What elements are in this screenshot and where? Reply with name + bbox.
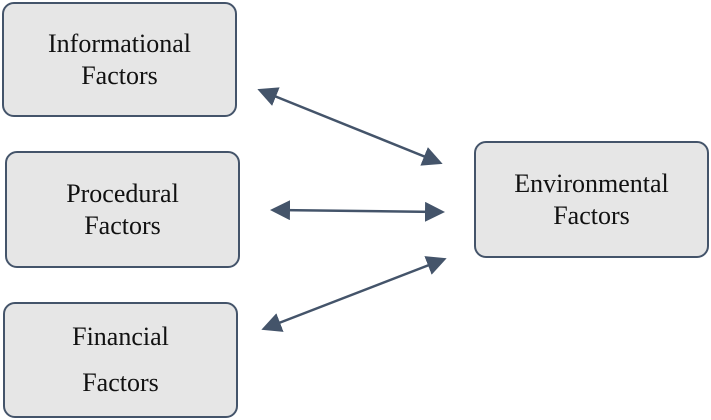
- label-line: Factors: [84, 210, 161, 240]
- label-line: Factors: [81, 60, 158, 90]
- label-line: Factors: [82, 368, 159, 397]
- label-line: Financial: [72, 322, 169, 351]
- label-line: Informational: [48, 28, 191, 58]
- label-line: Factors: [553, 200, 630, 230]
- arrow-informational-environmental: [257, 87, 443, 166]
- label-line: Procedural: [66, 178, 179, 208]
- arrow-procedural-environmental: [270, 200, 445, 222]
- arrow-financial-environmental: [261, 256, 447, 332]
- label-line: Environmental: [514, 168, 669, 198]
